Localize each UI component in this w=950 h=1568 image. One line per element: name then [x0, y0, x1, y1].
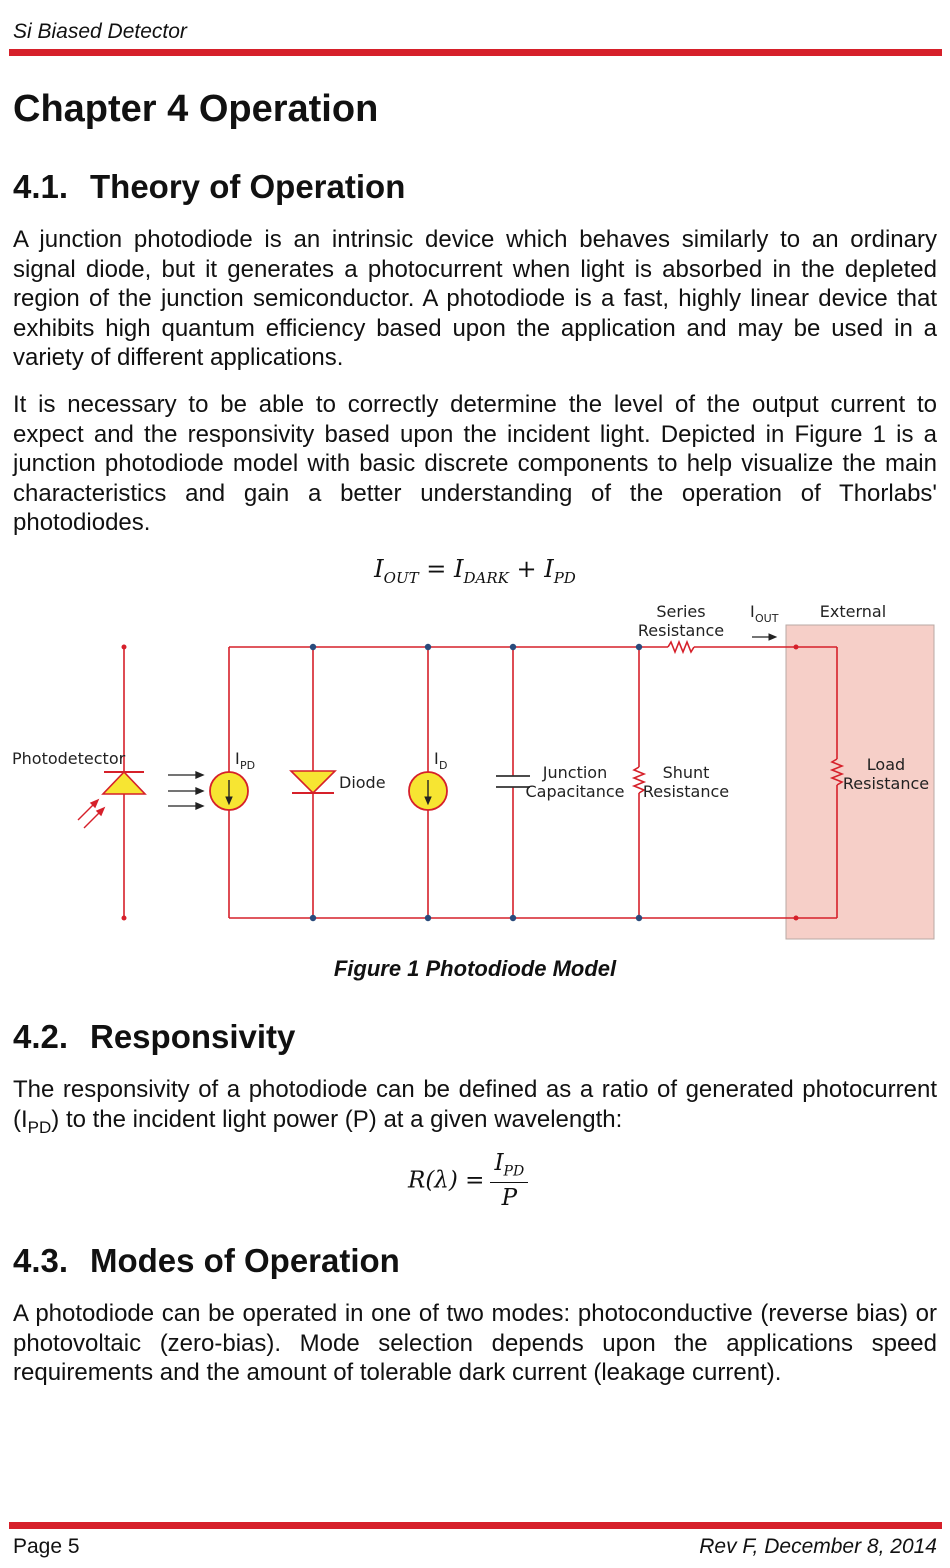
- section-number: 4.3.: [13, 1242, 69, 1279]
- figure-caption: Figure 1 Photodiode Model: [333, 956, 617, 981]
- down-arrow-icon: [424, 780, 432, 806]
- label-id-sub: D: [439, 759, 447, 772]
- paragraph-responsivity: The responsivity of a photodiode can be …: [13, 1075, 937, 1142]
- eq-denominator: P: [501, 1184, 518, 1211]
- node: [121, 915, 127, 921]
- label-junction: Junction: [542, 763, 607, 782]
- label-shunt: Shunt: [663, 763, 710, 782]
- eq-term: I: [544, 555, 554, 583]
- label-load: Load: [867, 755, 905, 774]
- label-load-resistance: Resistance: [843, 774, 929, 793]
- eq-operator: +: [508, 555, 545, 583]
- header-title: Si Biased Detector: [13, 20, 187, 43]
- photodiode-model-diagram: Series Resistance I OUT External Photode…: [12, 602, 935, 940]
- label-iout: I: [750, 602, 755, 621]
- header-rule: [9, 49, 942, 56]
- eq-sub: PD: [503, 1163, 525, 1180]
- eq-numerator: IPD: [490, 1150, 529, 1183]
- text-sub: PD: [27, 1117, 52, 1137]
- section-heading-4-1: 4.1. Theory of Operation: [13, 168, 405, 206]
- shunt-resistor-icon: [631, 766, 647, 794]
- paragraph-theory-1: A junction photodiode is an intrinsic de…: [13, 226, 937, 371]
- section-title: Responsivity: [90, 1018, 296, 1055]
- series-resistor-icon: [667, 639, 695, 655]
- label-shunt-resistance: Resistance: [643, 782, 729, 801]
- capacitor-icon: [496, 775, 530, 788]
- section-heading-4-2: 4.2. Responsivity: [13, 1018, 295, 1056]
- label-diode: Diode: [339, 773, 386, 792]
- node: [121, 644, 127, 650]
- external-box: [785, 624, 935, 940]
- chapter-title: Chapter 4 Operation: [13, 88, 379, 130]
- paragraph-modes: A photodiode can be operated in one of t…: [13, 1300, 937, 1386]
- label-id: I: [434, 749, 439, 768]
- label-resistance: Resistance: [638, 621, 724, 640]
- eq-operator: =: [418, 555, 454, 583]
- eq-lhs: R(λ) =: [408, 1167, 485, 1194]
- revision-date: Rev F, December 8, 2014: [699, 1535, 937, 1558]
- section-heading-4-3: 4.3. Modes of Operation: [13, 1242, 400, 1280]
- eq-term: I: [494, 1150, 504, 1176]
- load-resistor-icon: [829, 758, 845, 786]
- eq-sub: PD: [553, 568, 576, 587]
- label-iout-sub: OUT: [755, 612, 779, 625]
- label-capacitance: Capacitance: [525, 782, 624, 801]
- eq-sub: DARK: [463, 568, 509, 587]
- label-photodetector: Photodetector: [12, 749, 126, 768]
- section-title: Modes of Operation: [90, 1242, 400, 1279]
- down-arrow-icon: [225, 780, 233, 806]
- node: [793, 915, 799, 921]
- eq-term: I: [374, 555, 384, 583]
- label-ipd-sub: PD: [240, 759, 255, 772]
- light-arrows-icon: [77, 798, 106, 829]
- page-number: Page 5: [13, 1535, 80, 1558]
- text-run: The responsivity of a photodiode can be …: [13, 1076, 937, 1133]
- label-external: External: [820, 602, 886, 621]
- text-run: ) to the incident light power (P) at a g…: [51, 1105, 623, 1133]
- iout-arrow-icon: [752, 633, 778, 641]
- eq-term: I: [453, 555, 464, 583]
- photocurrent-arrows-icon: [168, 771, 205, 810]
- junction-nodes: [309, 643, 643, 922]
- footer-rule: [9, 1522, 942, 1529]
- node: [793, 644, 799, 650]
- photodetector-diode-icon: [101, 770, 147, 795]
- section-number: 4.2.: [13, 1018, 69, 1055]
- section-title: Theory of Operation: [90, 168, 406, 205]
- label-ipd: I: [235, 749, 240, 768]
- equation-iout: IOUT = IDARK + IPD: [0, 555, 950, 587]
- label-series: Series: [656, 602, 705, 621]
- diode-icon: [289, 770, 337, 795]
- paragraph-theory-2: It is necessary to be able to correctly …: [13, 391, 937, 536]
- section-number: 4.1.: [13, 168, 69, 205]
- eq-sub: OUT: [383, 568, 419, 587]
